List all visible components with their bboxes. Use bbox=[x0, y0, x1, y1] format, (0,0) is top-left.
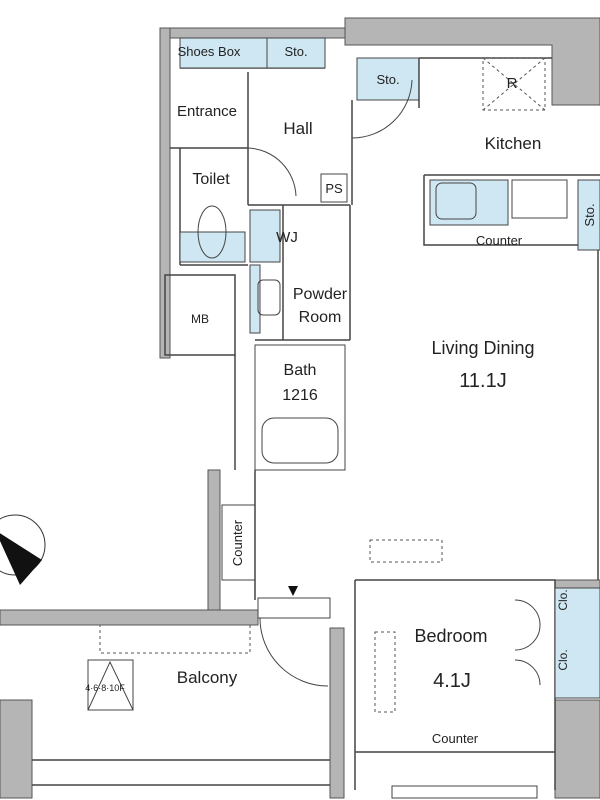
label-refrigerator: R bbox=[507, 75, 518, 92]
label-powder-room: Room bbox=[299, 309, 342, 326]
label-storage: Sto. bbox=[284, 44, 307, 59]
label-powder-room: Powder bbox=[293, 286, 348, 303]
evacuation-hatch bbox=[87, 659, 134, 711]
label-bath-size: 1216 bbox=[282, 387, 318, 404]
label-balcony: Balcony bbox=[177, 668, 238, 687]
label-kitchen-storage: Sto. bbox=[582, 203, 597, 226]
label-living-dining: Living Dining bbox=[431, 338, 534, 358]
compass-icon bbox=[0, 514, 46, 585]
interior-lines bbox=[32, 37, 600, 799]
label-bath: Bath bbox=[284, 362, 317, 379]
label-hatch-floors: 4·6·8·10F bbox=[85, 683, 125, 693]
label-meter-box: MB bbox=[191, 312, 209, 326]
label-shoes-box: Shoes Box bbox=[178, 44, 241, 59]
label-entrance: Entrance bbox=[177, 103, 237, 120]
label-wj: WJ bbox=[276, 229, 298, 246]
label-closet: Clo. bbox=[556, 589, 570, 610]
label-bedroom-counter: Counter bbox=[432, 731, 479, 746]
label-storage: Sto. bbox=[376, 72, 399, 87]
label-bedroom-size: 4.1J bbox=[433, 670, 471, 692]
label-living-dining-size: 11.1J bbox=[459, 370, 506, 392]
label-kitchen-counter: Counter bbox=[476, 233, 523, 248]
label-kitchen: Kitchen bbox=[485, 134, 542, 153]
entry-marker-icon bbox=[288, 586, 298, 596]
label-hall: Hall bbox=[283, 119, 312, 138]
label-pipe-space: PS bbox=[325, 181, 343, 196]
label-toilet: Toilet bbox=[192, 171, 230, 188]
walls bbox=[0, 17, 600, 799]
label-bedroom: Bedroom bbox=[414, 626, 487, 646]
label-closet: Clo. bbox=[556, 649, 570, 670]
label-counter: Counter bbox=[230, 519, 245, 566]
